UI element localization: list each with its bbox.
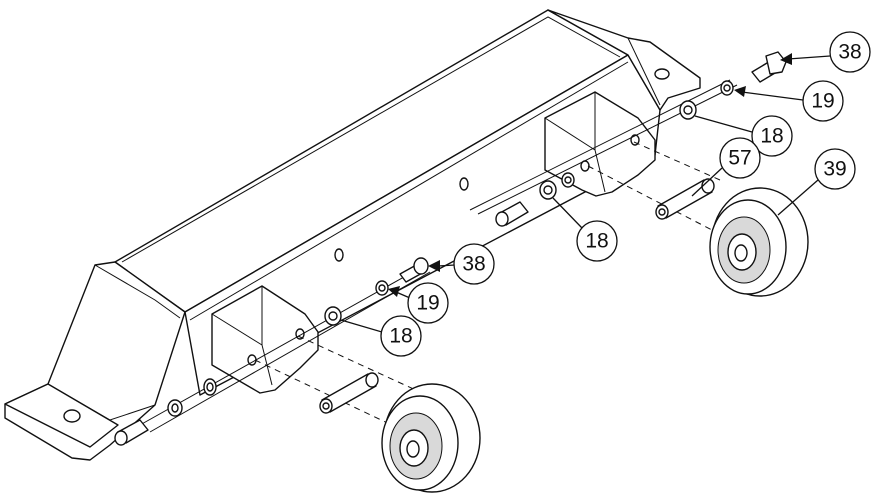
right-foot-plate [547,9,701,111]
callout-18-low: 18 [340,315,422,357]
frame-beam [114,9,661,396]
right-spacer-57-part [655,178,715,220]
left-bolt-part [114,419,149,446]
callout-57: 57 [691,137,761,197]
right-bolt-part [495,201,529,227]
left-nut-part [203,378,217,396]
callout-38-top: 38 [780,31,871,73]
left-spacer-part [319,372,379,414]
left-washer-part [167,399,183,417]
callout-label: 19 [811,90,834,113]
top-bolt-38-part [751,51,787,83]
callout-39: 39 [777,148,856,216]
callout-label: 18 [389,325,412,348]
right-washer-18-part [539,180,557,200]
projection-lines [254,141,721,429]
mid-washer-18-part [324,306,342,326]
right-caster-wheel [709,187,809,297]
right-caster-bracket [544,91,656,197]
callout-18-top: 18 [694,115,793,157]
callout-label: 18 [760,125,783,148]
callout-label: 18 [585,230,608,253]
left-caster-wheel [381,383,481,493]
callout-19-top: 19 [734,80,844,122]
callout-label: 39 [823,158,846,181]
mid-nut-19-part [375,280,389,296]
right-nut-part [561,172,575,188]
callout-19-mid: 19 [388,282,449,324]
callout-label: 38 [838,41,861,64]
top-nut-19-part [720,80,734,96]
callout-38-mid: 38 [428,243,495,285]
left-caster-bracket [211,285,319,394]
left-foot-plate [4,261,186,461]
callout-label: 57 [728,147,751,170]
callout-label: 19 [416,292,439,315]
callout-18-mid: 18 [552,197,618,262]
top-washer-18-part [679,100,697,120]
callout-label: 38 [462,253,485,276]
mid-bolt-38-part [399,257,429,283]
